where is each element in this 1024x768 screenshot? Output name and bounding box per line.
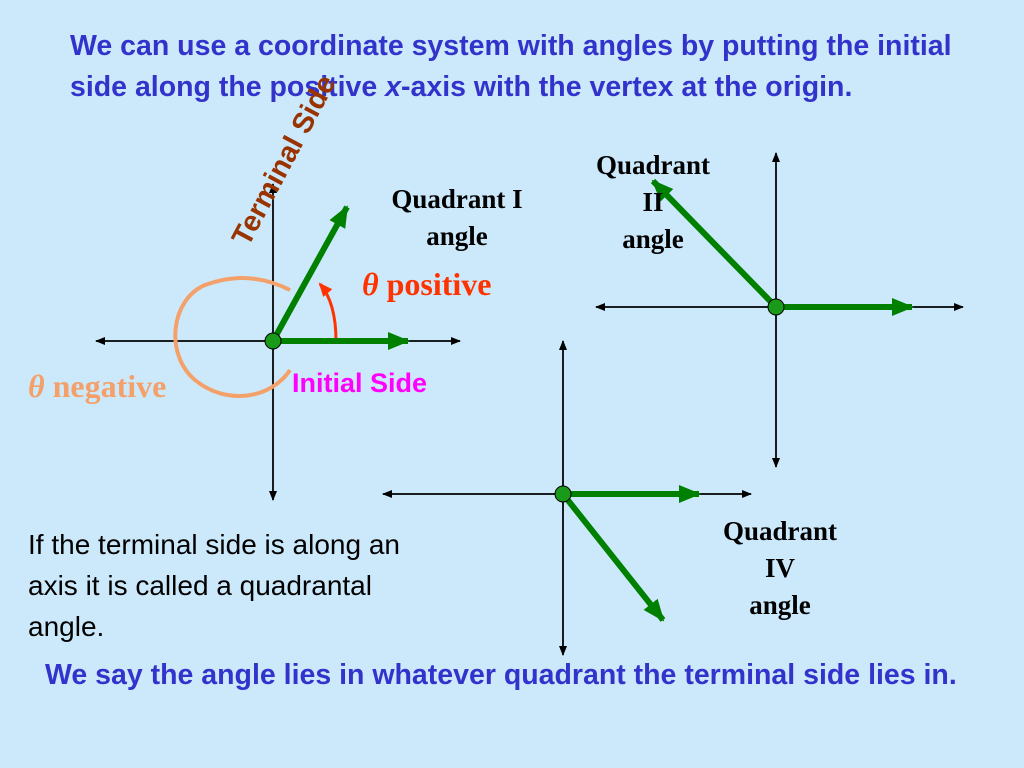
theta-positive-label: θ positive bbox=[362, 266, 492, 303]
theta-negative-label: θ negative bbox=[28, 368, 166, 405]
intro-text-part2: -axis with the vertex at the origin. bbox=[401, 71, 853, 103]
quadrant-4-label-line2: IV bbox=[764, 553, 795, 583]
q1-vertex bbox=[264, 332, 282, 350]
q2-terminal-side-ray bbox=[650, 178, 779, 310]
negative-word: negative bbox=[52, 368, 167, 404]
quadrant-2-label-line3: angle bbox=[622, 224, 684, 254]
theta-symbol: θ bbox=[362, 266, 379, 302]
closing-statement: We say the angle lies in whatever quadra… bbox=[45, 659, 957, 691]
q1-terminal-side-ray bbox=[270, 205, 350, 343]
quadrant-1-label: Quadrant I angle bbox=[362, 181, 552, 255]
quadrant-2-label: Quadrant II angle bbox=[568, 147, 738, 258]
q4-terminal-side-ray bbox=[560, 492, 666, 622]
intro-text-part1: We can use a coordinate system with angl… bbox=[70, 30, 952, 103]
quadrant-4-label-line3: angle bbox=[749, 590, 811, 620]
quadrant-2-label-line2: II bbox=[642, 187, 664, 217]
intro-text: We can use a coordinate system with angl… bbox=[70, 26, 990, 108]
q2-vertex bbox=[767, 298, 785, 316]
negative-rotation-loop bbox=[173, 276, 292, 398]
theta-symbol: θ bbox=[28, 368, 45, 404]
q4-vertex bbox=[554, 485, 572, 503]
quadrant-1-label-line2: angle bbox=[426, 221, 488, 251]
quadrant-1-label-line1: Quadrant I bbox=[391, 184, 523, 214]
quadrant-4-label: Quadrant IV angle bbox=[695, 513, 865, 624]
quadrant-4-label-line1: Quadrant bbox=[722, 516, 838, 546]
intro-x-variable: x bbox=[385, 71, 402, 103]
positive-word: positive bbox=[386, 266, 492, 302]
quadrant-2-label-line1: Quadrant bbox=[595, 150, 711, 180]
positive-rotation-arrow bbox=[318, 282, 338, 343]
quadrantal-angle-note: If the terminal side is along an axis it… bbox=[28, 529, 400, 642]
initial-side-label: Initial Side bbox=[292, 368, 428, 398]
